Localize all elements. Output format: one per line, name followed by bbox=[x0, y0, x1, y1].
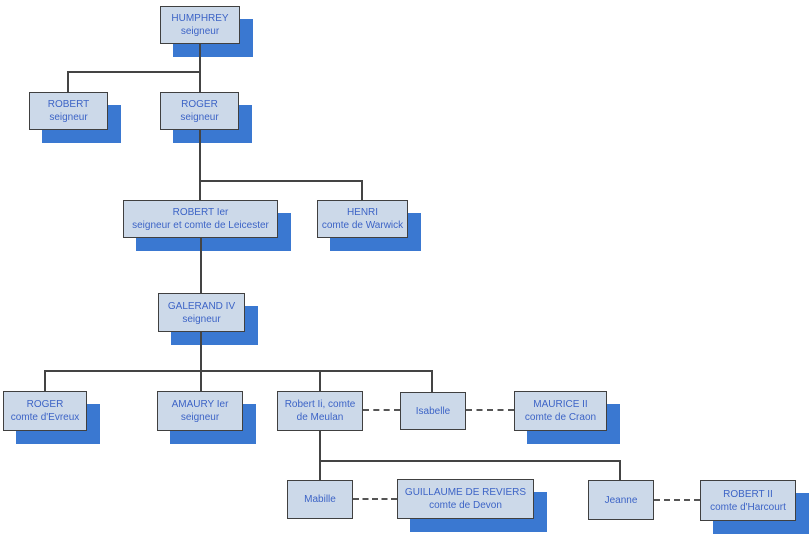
connector-bar-gen2 bbox=[67, 71, 201, 73]
person-title: comte de Devon bbox=[429, 500, 502, 511]
connector-to-isabelle bbox=[431, 370, 433, 392]
person-name: GALERAND IV bbox=[167, 300, 236, 312]
node-robert-1er[interactable]: ROBERT Ier seigneur et comte de Leiceste… bbox=[123, 200, 278, 238]
node-roger-evreux[interactable]: ROGER comte d'Evreux bbox=[3, 391, 87, 431]
person-name: GUILLAUME DE REVIERS bbox=[404, 487, 527, 498]
person-name: ROBERT bbox=[47, 99, 90, 110]
node-guillaume-reviers[interactable]: GUILLAUME DE REVIERS comte de Devon bbox=[397, 479, 534, 519]
connector-robert-meulan-down bbox=[319, 431, 321, 480]
connector-to-jeanne bbox=[619, 460, 621, 480]
person-title: comte de Warwick bbox=[321, 220, 404, 231]
node-maurice-ii[interactable]: MAURICE II comte de Craon bbox=[514, 391, 607, 431]
person-title: seigneur bbox=[182, 313, 221, 325]
union-mabille-guillaume bbox=[353, 498, 397, 500]
connector-to-robert-meulan bbox=[319, 370, 321, 391]
person-name: AMAURY Ier bbox=[171, 399, 229, 410]
connector-to-robert bbox=[67, 71, 69, 92]
union-isabelle-maurice bbox=[466, 409, 514, 411]
person-title: comte de Craon bbox=[524, 412, 597, 423]
connector-robert1er-down bbox=[200, 238, 202, 293]
person-name: Isabelle bbox=[415, 405, 451, 417]
person-name: ROBERT Ier bbox=[172, 207, 229, 218]
person-name: Mabille bbox=[304, 494, 336, 505]
person-name: ROGER bbox=[181, 99, 218, 110]
connector-bar-gen6 bbox=[319, 460, 621, 462]
person-name: ROGER bbox=[26, 399, 64, 410]
node-galerand-iv[interactable]: GALERAND IV seigneur bbox=[158, 293, 245, 332]
connector-roger-down bbox=[199, 130, 201, 200]
person-name: HUMPHREY bbox=[171, 13, 229, 24]
person-title: seigneur bbox=[180, 112, 219, 123]
person-name: ROBERT II bbox=[723, 488, 773, 500]
person-title: seigneur bbox=[180, 26, 220, 37]
connector-to-roger-evreux bbox=[44, 370, 46, 391]
union-jeanne-robert-harcourt bbox=[654, 499, 700, 501]
connector-galerand-down bbox=[200, 332, 202, 391]
node-amaury-1er[interactable]: AMAURY Ier seigneur bbox=[157, 391, 243, 431]
connector-bar-gen3 bbox=[199, 180, 362, 182]
node-robert[interactable]: ROBERT seigneur bbox=[29, 92, 108, 130]
person-name: Robert Ii, comte bbox=[284, 399, 356, 410]
connector-bar-gen5 bbox=[44, 370, 433, 372]
person-name: HENRI bbox=[346, 207, 379, 218]
node-henri[interactable]: HENRI comte de Warwick bbox=[317, 200, 408, 238]
union-robert-meulan-isabelle bbox=[363, 409, 400, 411]
node-roger[interactable]: ROGER seigneur bbox=[160, 92, 239, 130]
node-robert-harcourt[interactable]: ROBERT II comte d'Harcourt bbox=[700, 480, 796, 521]
person-title: seigneur et comte de Leicester bbox=[132, 220, 269, 231]
connector-humphrey-down bbox=[199, 44, 201, 92]
person-title: comte d'Harcourt bbox=[710, 501, 786, 513]
connector-to-henri bbox=[361, 180, 363, 200]
node-robert-meulan[interactable]: Robert Ii, comte de Meulan bbox=[277, 391, 363, 431]
person-title: seigneur bbox=[49, 112, 88, 123]
node-isabelle[interactable]: Isabelle bbox=[400, 392, 466, 430]
person-name: MAURICE II bbox=[533, 399, 588, 410]
node-mabille[interactable]: Mabille bbox=[287, 480, 353, 519]
person-title: de Meulan bbox=[296, 412, 344, 423]
person-name: Jeanne bbox=[604, 494, 638, 506]
node-jeanne[interactable]: Jeanne bbox=[588, 480, 654, 520]
person-title: comte d'Evreux bbox=[10, 412, 80, 423]
person-title: seigneur bbox=[180, 412, 220, 423]
node-humphrey[interactable]: HUMPHREY seigneur bbox=[160, 6, 240, 44]
